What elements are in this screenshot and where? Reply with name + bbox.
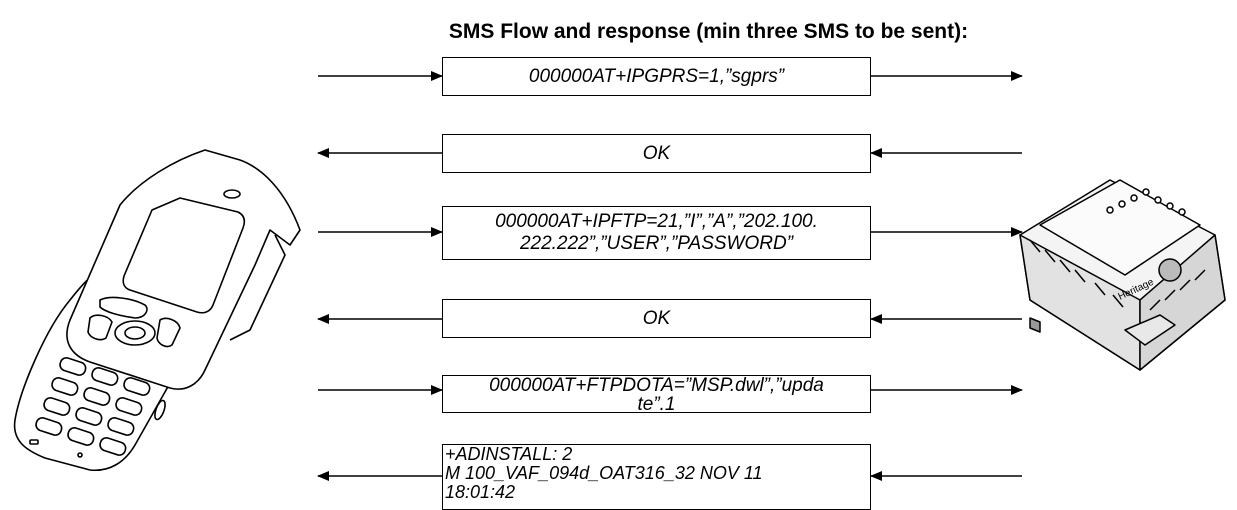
sms-box-4: OK xyxy=(442,299,871,338)
sms-box-5: 000000AT+FTPDOTA=”MSP.dwl”,”upda te”.1 xyxy=(442,375,871,413)
modem-device-icon xyxy=(1019,179,1226,371)
sms-box-2: OK xyxy=(442,134,871,173)
sms-box-1: 000000AT+IPGPRS=1,”sgprs” xyxy=(442,57,871,96)
mobile-phone-icon xyxy=(13,149,301,471)
sms-box-6: +ADINSTALL: 2 M 100_VAF_094d_OAT316_32 N… xyxy=(442,444,871,510)
sms-box-3: 000000AT+IPFTP=21,”I”,”A”,”202.100. 222.… xyxy=(442,206,871,260)
diagram-title: SMS Flow and response (min three SMS to … xyxy=(448,20,969,43)
